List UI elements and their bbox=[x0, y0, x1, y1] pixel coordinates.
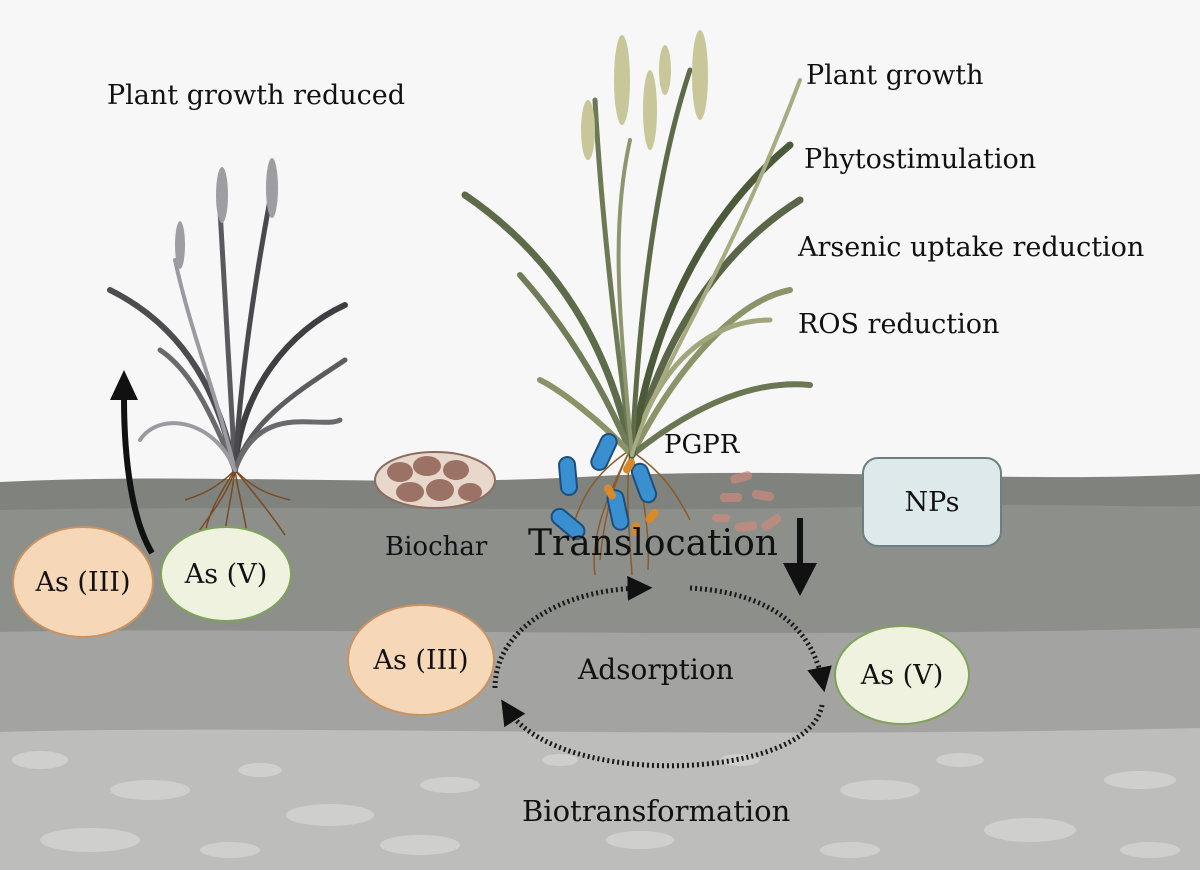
benefit-arsenic-uptake-reduction: Arsenic uptake reduction bbox=[798, 232, 1145, 263]
pgpr-bacteria bbox=[550, 433, 782, 541]
nps-box: NPs bbox=[862, 457, 1002, 547]
plant-growth-reduced-label: Plant growth reduced bbox=[107, 80, 406, 111]
pgpr-label: PGPR bbox=[664, 430, 740, 460]
as-v-oval-right: As (V) bbox=[834, 625, 970, 725]
nps-arrow bbox=[783, 518, 817, 596]
as-v-oval-left: As (V) bbox=[160, 526, 292, 622]
transformation-cycle bbox=[492, 575, 832, 769]
uptake-arrow bbox=[110, 370, 155, 555]
biochar-label: Biochar bbox=[385, 532, 488, 562]
as-iii-oval-center: As (III) bbox=[347, 604, 495, 716]
benefit-phytostimulation: Phytostimulation bbox=[804, 144, 1037, 175]
healthy-plant-panicles bbox=[581, 30, 708, 160]
healthy-plant-leaves bbox=[461, 67, 813, 459]
as-iii-oval-left: As (III) bbox=[12, 526, 154, 638]
biotransformation-label: Biotransformation bbox=[522, 794, 791, 828]
pebbles bbox=[12, 751, 1180, 858]
adsorption-label: Adsorption bbox=[578, 653, 734, 686]
soil-layer-3 bbox=[0, 728, 1200, 870]
stressed-plant-panicles bbox=[175, 158, 278, 269]
benefit-plant-growth: Plant growth bbox=[806, 60, 984, 91]
biochar-pile bbox=[374, 451, 496, 509]
benefit-ros-reduction: ROS reduction bbox=[798, 309, 1000, 340]
translocation-label: Translocation bbox=[528, 523, 778, 564]
stressed-plant-leaves bbox=[107, 197, 348, 473]
